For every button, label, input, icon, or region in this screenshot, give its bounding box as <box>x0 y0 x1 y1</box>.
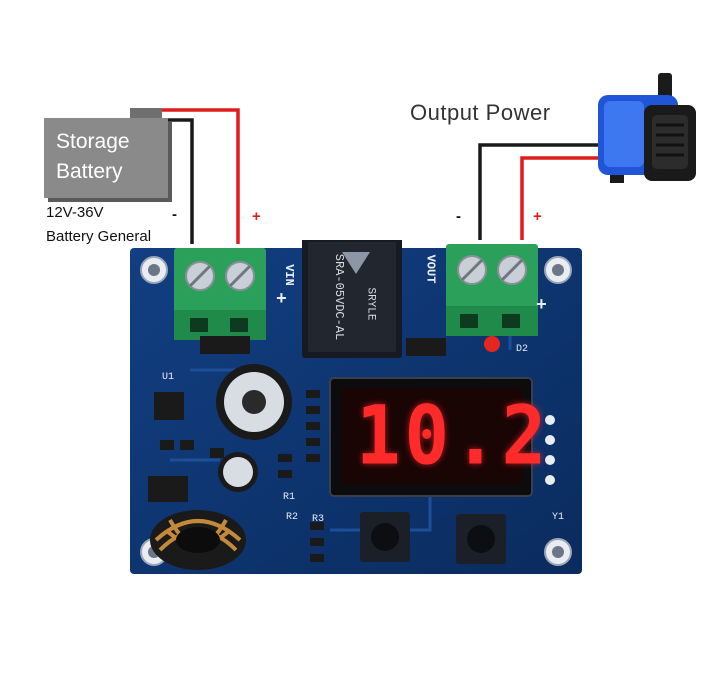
battery-general-spec: Battery General <box>46 228 152 245</box>
pcb-board <box>130 240 582 574</box>
relay-brand-label: SRYLE <box>364 287 377 321</box>
water-pump-icon <box>598 73 696 183</box>
battery-positive-sign: + <box>252 208 261 225</box>
battery-terminal-cap <box>130 108 162 120</box>
component-label: D2 <box>516 344 529 355</box>
battery-label-line2: Battery <box>56 160 123 183</box>
terminal-plus-left: + <box>276 290 287 310</box>
battery-red-wire <box>160 108 240 244</box>
right-pushbutton[interactable] <box>456 514 506 564</box>
storage-battery <box>44 118 168 198</box>
voltage-display: 10.2 <box>356 388 551 484</box>
component-label: Y1 <box>552 512 565 523</box>
output-red-wire <box>520 156 612 240</box>
vin-label: VIN <box>281 264 296 286</box>
component-label: U1 <box>162 372 175 383</box>
relay-model-label: SRA-05VDC-AL <box>332 253 347 341</box>
output-black-wire <box>478 143 620 240</box>
battery-label-line1: Storage <box>56 130 130 153</box>
battery-voltage-spec: 12V-36V <box>46 204 104 221</box>
left-pushbutton[interactable] <box>360 512 410 562</box>
component-label: R2 <box>286 512 299 523</box>
output-power-label: Output Power <box>410 100 551 125</box>
battery-negative-sign: - <box>172 206 177 223</box>
vout-label: VOUT <box>423 254 438 284</box>
terminal-plus-right: + <box>536 296 547 316</box>
component-label: R3 <box>312 514 325 525</box>
output-negative-sign: - <box>456 208 461 225</box>
component-label: R1 <box>283 492 296 503</box>
output-positive-sign: + <box>533 208 542 225</box>
